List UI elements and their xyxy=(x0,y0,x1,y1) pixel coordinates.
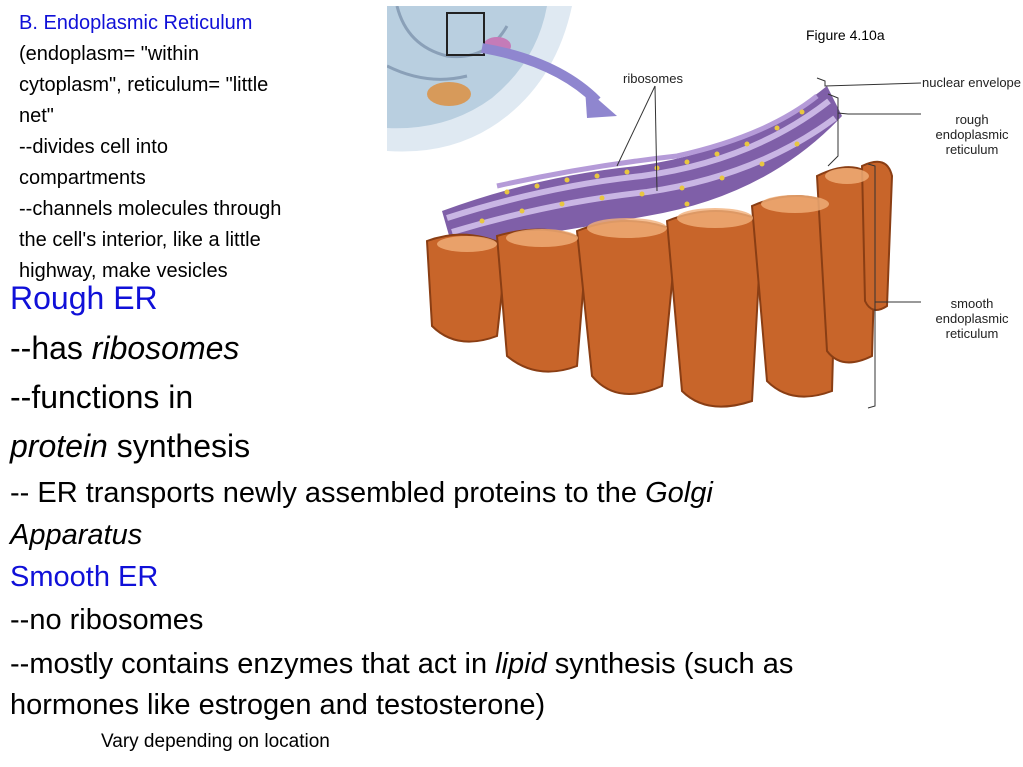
smooth-lipid-line: --mostly contains enzymes that act in li… xyxy=(10,648,794,680)
nuclear-envelope-label: nuclear envelope xyxy=(922,75,1021,90)
rough-functions-line: --functions in xyxy=(10,379,194,415)
protein-emphasis: protein xyxy=(10,428,108,464)
intro-line: --channels molecules through xyxy=(19,198,282,220)
intro-line: compartments xyxy=(19,167,146,189)
smooth-no-ribosomes-line: --no ribosomes xyxy=(10,604,204,636)
smooth-er-title: Smooth ER xyxy=(10,561,159,593)
ribosomes-emphasis: ribosomes xyxy=(91,330,240,366)
rough-er-label-2: endoplasmic xyxy=(936,127,1009,142)
intro-line: cytoplasm", reticulum= "little xyxy=(19,74,269,96)
figure-caption: Figure 4.10a xyxy=(806,27,885,43)
footnote: Vary depending on location xyxy=(101,731,330,752)
golgi-emphasis: Golgi xyxy=(645,477,713,509)
rough-er-label-1: rough xyxy=(955,112,988,127)
section-heading: B. Endoplasmic Reticulum xyxy=(19,12,253,34)
smooth-er-label-2: endoplasmic xyxy=(936,311,1009,326)
er-figure: ribosomes nuclear envelope rough endopla… xyxy=(386,5,1023,416)
rough-transport-line: -- ER transports newly assembled protein… xyxy=(10,477,713,509)
intro-line: --divides cell into xyxy=(19,136,168,158)
intro-line: (endoplasm= "within xyxy=(19,43,199,65)
lipid-emphasis: lipid xyxy=(495,648,547,680)
rough-er-title: Rough ER xyxy=(10,280,158,316)
intro-line: the cell's interior, like a little xyxy=(19,229,261,251)
smooth-er-label-3: reticulum xyxy=(946,326,999,341)
er-illustration: ribosomes nuclear envelope rough endopla… xyxy=(386,5,1021,409)
intro-line: highway, make vesicles xyxy=(19,260,228,282)
rough-apparatus-line: Apparatus xyxy=(10,519,142,552)
ribosomes-label: ribosomes xyxy=(623,71,683,86)
smooth-er-label-1: smooth xyxy=(951,296,994,311)
rough-er-label-3: reticulum xyxy=(946,142,999,157)
rough-protein-line: protein synthesis xyxy=(10,428,251,464)
smooth-er-drawing xyxy=(425,160,894,408)
intro-block: B. Endoplasmic Reticulum (endoplasm= "wi… xyxy=(19,8,369,287)
cell-inset xyxy=(386,5,572,152)
rough-has-line: --has ribosomes xyxy=(10,330,240,366)
apparatus-emphasis: Apparatus xyxy=(10,519,143,551)
intro-line: net" xyxy=(19,105,54,127)
smooth-hormones-line: hormones like estrogen and testosterone) xyxy=(10,689,546,721)
rough-er-drawing xyxy=(442,86,842,246)
